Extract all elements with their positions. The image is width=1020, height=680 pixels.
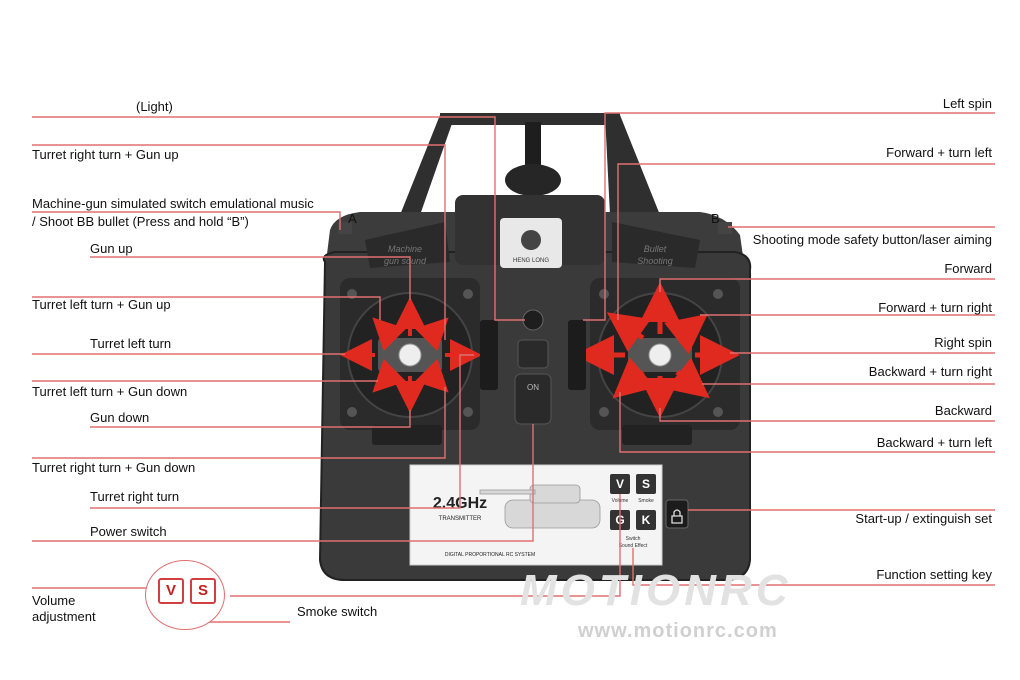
watermark-url: www.motionrc.com <box>578 620 778 642</box>
right-stick-direction-arrows <box>574 282 740 418</box>
left-badge-2: gun sound <box>384 256 427 266</box>
brand-text: HENG LONG <box>513 258 549 264</box>
label-function-key: Function setting key <box>876 567 992 582</box>
label-turret-left-gun-up: Turret left turn + Gun up <box>32 297 171 312</box>
label-light: (Light) <box>136 99 173 114</box>
key-s-label: S <box>642 477 650 491</box>
watermark-logo: MOTIONRC <box>520 566 792 615</box>
key-k-label: K <box>642 513 651 527</box>
label-volume-line2: adjustment <box>32 609 96 624</box>
carry-handle <box>400 115 455 215</box>
legend-key-v: V <box>158 578 184 604</box>
button-b[interactable] <box>718 222 732 234</box>
label-gun-up: Gun up <box>90 241 133 256</box>
label-left-spin: Left spin <box>942 96 992 111</box>
key-v[interactable] <box>610 474 630 494</box>
label-backward: Backward <box>934 403 992 418</box>
tank-illustration <box>479 484 601 529</box>
label-forward-turn-left: Forward + turn left <box>886 145 992 160</box>
label-backward-turn-right: Backward + turn right <box>868 364 992 379</box>
label-machine-gun-line1: Machine-gun simulated switch emulational… <box>32 196 314 211</box>
label-forward: Forward <box>944 261 992 276</box>
label-turret-left: Turret left turn <box>90 336 172 351</box>
legend-key-s: S <box>190 578 216 604</box>
key-caption-smoke: Smoke <box>638 498 654 504</box>
label-gun-down: Gun down <box>90 410 150 425</box>
on-label: ON <box>527 383 539 392</box>
marker-a: A <box>348 211 357 226</box>
lock-icon <box>671 509 683 524</box>
label-shooting-mode: Shooting mode safety button/laser aiming <box>752 232 992 247</box>
label-volume-line1: Volume <box>32 593 76 608</box>
key-k[interactable] <box>636 510 656 530</box>
left-badge-1: Machine <box>388 244 422 254</box>
label-turret-right: Turret right turn <box>90 489 180 504</box>
antenna-stick <box>525 122 541 172</box>
label-power-switch: Power switch <box>90 524 167 539</box>
key-s[interactable] <box>636 474 656 494</box>
label-turret-left-gun-down: Turret left turn + Gun down <box>32 384 188 399</box>
system-text: DIGITAL PROPORTIONAL RC SYSTEM <box>445 552 535 558</box>
left-stick-direction-arrows <box>340 297 482 413</box>
label-machine-gun-line2: / Shoot BB bullet (Press and hold “B”) <box>32 214 249 229</box>
key-caption-sound-effect: Sound Effect <box>619 543 648 549</box>
label-right-spin: Right spin <box>934 335 992 350</box>
label-turret-right-gun-down: Turret right turn + Gun down <box>32 460 196 475</box>
label-turret-right-gun-up: Turret right turn + Gun up <box>32 147 179 162</box>
right-badge-2: Shooting <box>637 256 673 266</box>
label-backward-turn-left: Backward + turn left <box>876 435 992 450</box>
carry-handle-right <box>605 115 660 215</box>
label-smoke-switch: Smoke switch <box>297 604 378 619</box>
label-forward-turn-right: Forward + turn right <box>878 300 992 315</box>
button-a[interactable] <box>338 222 352 234</box>
band-sub-text: TRANSMITTER <box>439 516 482 522</box>
key-v-label: V <box>616 477 624 491</box>
key-caption-switch: Switch <box>626 536 641 542</box>
marker-b: B <box>711 211 720 226</box>
right-badge-1: Bullet <box>644 244 667 254</box>
label-startup: Start-up / extinguish set <box>855 511 992 526</box>
